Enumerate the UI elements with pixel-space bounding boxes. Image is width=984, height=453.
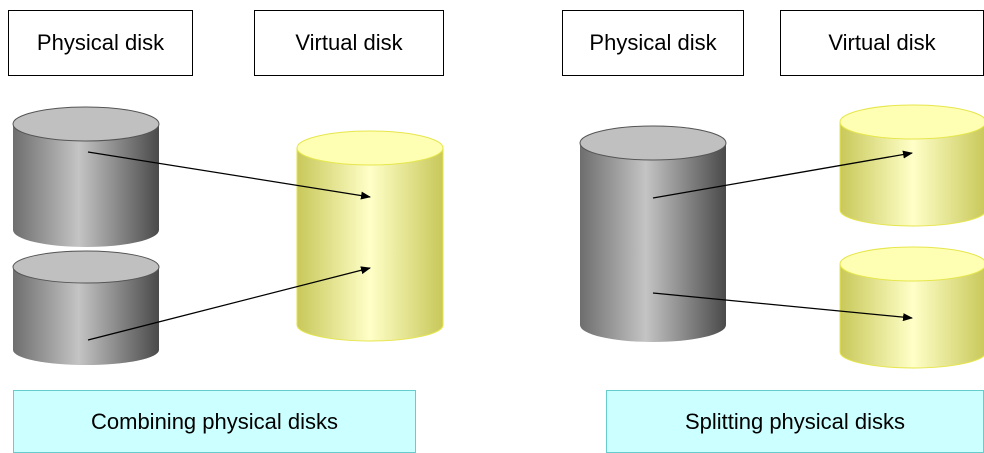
virtual-disk-left — [296, 130, 444, 342]
physical-disk-right — [579, 125, 727, 342]
left-virtual-disk-label: Virtual disk — [254, 10, 444, 76]
right-physical-disk-label: Physical disk — [562, 10, 744, 76]
arrow-top-to-virtual — [87, 151, 371, 200]
left-physical-disk-label: Physical disk — [8, 10, 193, 76]
arrow-bottom-to-virtual — [87, 266, 371, 341]
splitting-caption: Splitting physical disks — [606, 390, 984, 453]
arrow-physical-to-bottom-virtual — [652, 292, 913, 322]
physical-disk-bottom-left — [12, 250, 160, 365]
physical-disk-top-left — [12, 106, 160, 247]
virtual-disk-top-right — [839, 104, 984, 227]
arrow-physical-to-top-virtual — [652, 150, 913, 199]
virtual-disk-bottom-right — [839, 246, 984, 369]
right-virtual-disk-label: Virtual disk — [780, 10, 984, 76]
combining-caption: Combining physical disks — [13, 390, 416, 453]
